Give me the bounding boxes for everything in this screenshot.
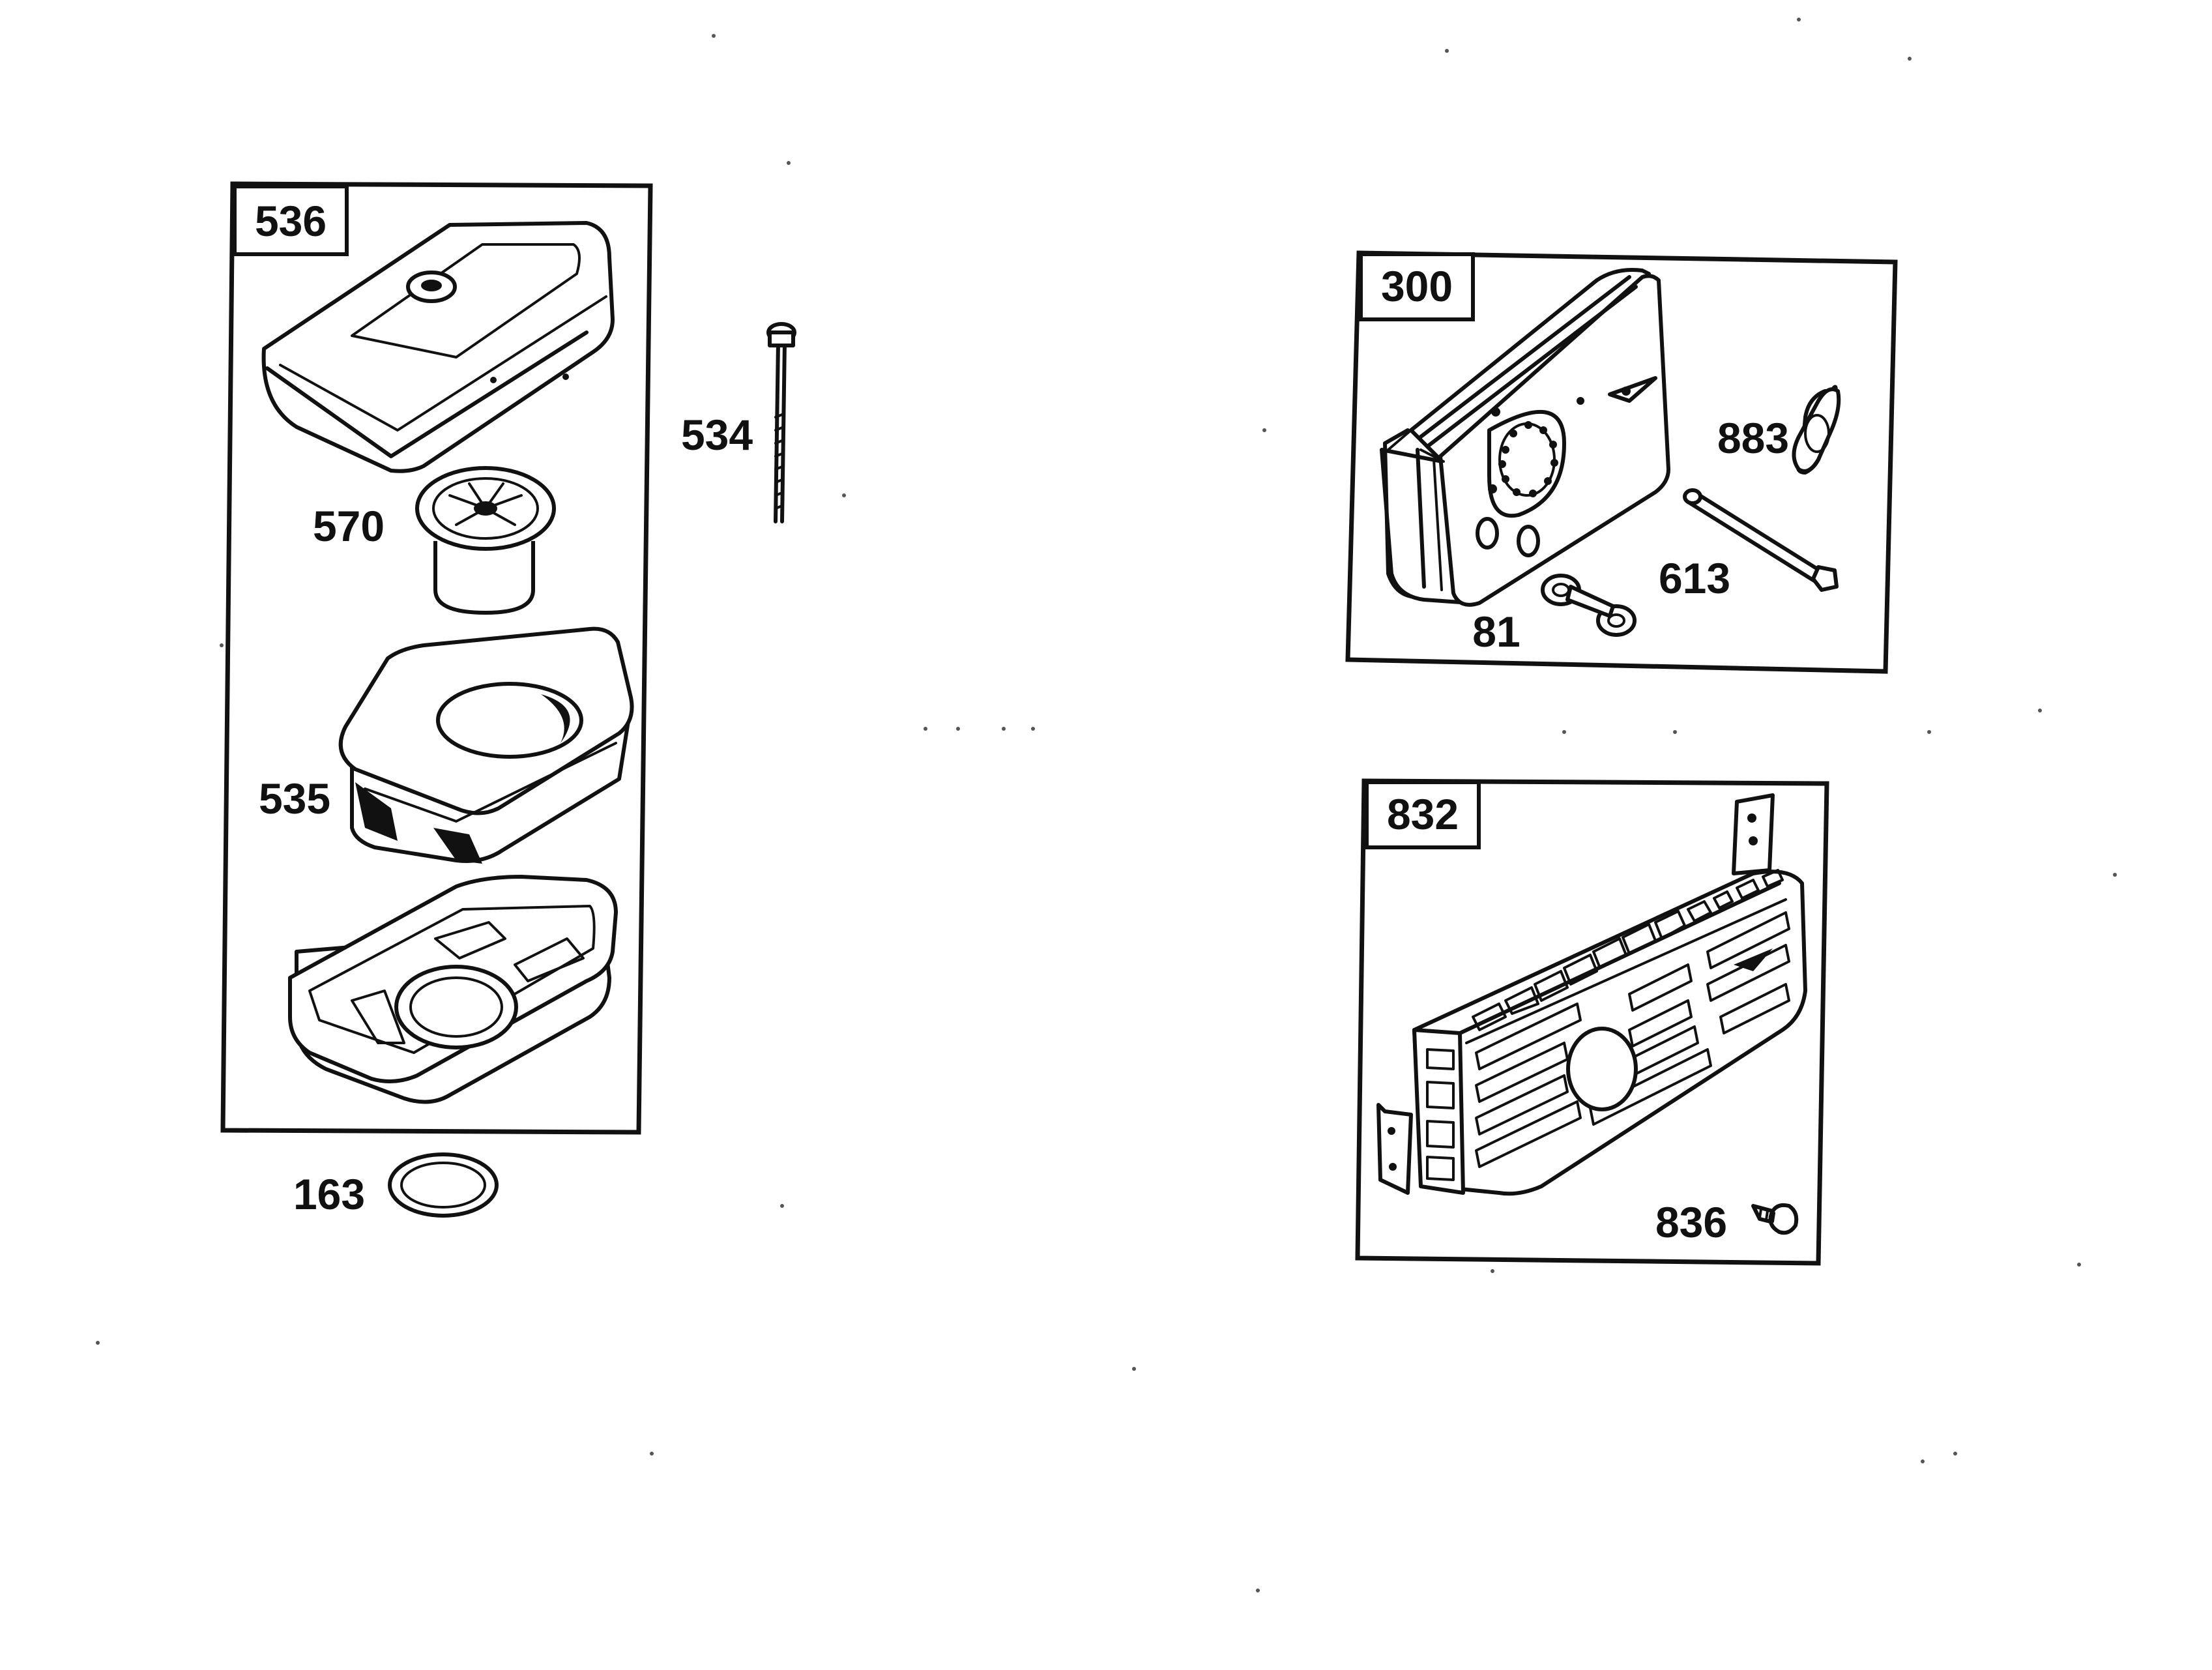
muffler-icon [1380,268,1670,607]
callout-535: 535 [259,774,330,823]
muffler-guard-kit: 832 [1355,778,1829,1266]
muffler-guard-frame [1355,778,1829,1266]
callout-81: 81 [1472,608,1520,656]
screw-icon [1751,1203,1799,1235]
stud-icon [1683,488,1839,592]
callout-163: 163 [293,1170,365,1218]
seal-ring-icon [388,1152,499,1218]
gasket-icon [1792,385,1841,475]
callout-534: 534 [681,411,753,459]
air-cleaner-kit: 536 [220,181,653,1135]
callout-613: 613 [1659,554,1730,602]
air-cleaner-kit-frame [220,181,653,1135]
callout-836: 836 [1655,1198,1727,1246]
pre-cleaner-icon [415,466,556,615]
muffler-kit-tag [1359,252,1475,321]
callout-570: 570 [313,502,385,550]
muffler-kit: 300 [1345,250,1898,674]
lock-plate-icon [1541,574,1637,637]
callout-536: 536 [255,197,327,245]
air-cleaner-cover-icon [261,221,615,473]
muffler-guard-tag [1365,780,1481,849]
scan-speckles [96,18,2117,1592]
callout-883: 883 [1717,414,1789,462]
filter-cartridge-icon [338,626,634,864]
air-cleaner-kit-tag [233,184,349,256]
callout-832: 832 [1387,790,1459,838]
muffler-guard-icon [1376,793,1807,1196]
muffler-kit-frame [1345,250,1898,674]
bolt-icon [766,322,796,523]
air-cleaner-base-icon [288,875,618,1104]
callout-300: 300 [1381,262,1453,310]
